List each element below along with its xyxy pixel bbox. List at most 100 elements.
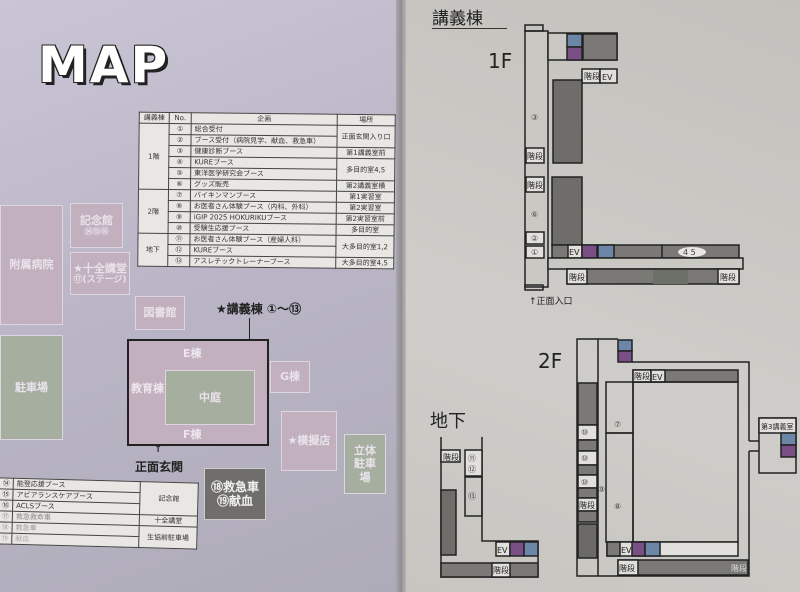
multi-level-parking: 立体駐車場	[344, 434, 386, 494]
stairs	[525, 176, 545, 193]
booth-number: ③	[531, 113, 538, 122]
booth-2	[525, 231, 545, 245]
stairs-label: 階段	[527, 180, 543, 190]
memorial-nums: ⑭⑮⑯	[84, 227, 109, 237]
booth-number: ①	[531, 248, 538, 257]
ev-label: EV	[497, 546, 508, 555]
memorial-label: 記念館	[80, 214, 113, 228]
room	[577, 382, 598, 426]
floor-basement: 地下 階段 ⑪ ⑫ ⑬ EV 階段	[430, 411, 539, 578]
building-g: G棟	[270, 361, 310, 393]
room-13	[464, 476, 483, 517]
auditorium-sub: ⑰(ステージ)	[73, 274, 127, 285]
room-8	[605, 432, 634, 543]
booth-number: ⑧	[614, 502, 621, 511]
stalls-area: ★模擬店	[281, 411, 337, 471]
room	[552, 79, 583, 164]
toilet-icon	[644, 541, 661, 557]
top-door	[524, 24, 544, 32]
toilet-icon	[566, 46, 583, 61]
entrance-door	[524, 284, 544, 291]
booth-number: 4 5	[683, 248, 696, 257]
floor-1f: 1F 階段 EV 階段 階段 ③ ⑥ ② ① EV 4 5 階段 階段 ↑正面入…	[488, 24, 744, 307]
stairs-label: 階段	[731, 563, 747, 573]
ev-label: EV	[569, 248, 580, 257]
building-hospital: 附属病院	[0, 205, 63, 325]
room	[653, 270, 688, 284]
stairs-label: 階段	[634, 371, 650, 381]
booth-number: ⑬	[468, 492, 476, 501]
room	[440, 489, 457, 556]
stairs-label: 階段	[579, 500, 595, 510]
room	[577, 439, 598, 452]
floor-1f-label: 1F	[488, 49, 512, 73]
building-library: 図書館	[135, 296, 185, 330]
booth-number: ②	[531, 234, 538, 243]
leader-line	[249, 318, 250, 340]
entrance-label: 正面玄関	[135, 460, 184, 474]
room	[577, 487, 598, 499]
room	[606, 541, 621, 557]
room	[577, 523, 598, 559]
f-wing-label: F棟	[183, 428, 202, 441]
booth-number: ⑩	[581, 428, 588, 437]
stairs	[491, 562, 511, 578]
e-wing-label: E棟	[183, 347, 202, 360]
lecture-room-3	[758, 417, 797, 434]
lecture-building-title: 講義棟	[432, 9, 483, 29]
ev-label: EV	[602, 73, 613, 82]
map-title: MAP	[38, 36, 170, 94]
room	[577, 510, 598, 523]
front-entrance-label: ↑正面入口	[529, 296, 573, 307]
page-fold	[396, 0, 406, 592]
ev-label: EV	[652, 373, 663, 382]
stairs-label: 階段	[527, 151, 543, 161]
right-page	[402, 0, 800, 592]
stairs-label: 階段	[720, 272, 736, 282]
stairs	[525, 147, 545, 164]
booth-number: ⑫	[468, 465, 476, 474]
booth-number: ⑪	[468, 454, 476, 463]
room	[551, 176, 583, 246]
parking-lot: 駐車場	[0, 335, 63, 440]
room	[577, 464, 598, 476]
floor-2f: 2F ⑩ ⑩ ⑩ 階段 ⑨ ⑦ ⑧ 階段 EV EV 階段 階段 第3講義室	[538, 338, 797, 577]
basement-label: 地下	[430, 411, 466, 432]
booth-number: ⑨	[598, 485, 605, 494]
blood-label: ⑲献血	[216, 494, 253, 508]
stairs-label: 階段	[584, 71, 600, 81]
toilet-icon	[566, 33, 583, 48]
toilet-icon	[631, 541, 646, 557]
toilet-icon	[597, 244, 615, 259]
large-room	[632, 381, 739, 543]
toilet-icon	[509, 541, 525, 557]
stairs	[566, 268, 588, 285]
corridor	[547, 257, 744, 270]
stairs-label: 階段	[443, 452, 459, 462]
booth-4-5	[678, 247, 706, 257]
entrance-arrow: ↑	[154, 444, 163, 455]
bottom-row	[440, 562, 539, 578]
stairs-label: 階段	[569, 272, 585, 282]
floor-2f-label: 2F	[538, 349, 562, 373]
toilet-icon	[617, 350, 633, 363]
courtyard: 中庭	[165, 370, 255, 425]
room-11-12	[464, 449, 483, 477]
edu-wing-label: 教育棟	[131, 382, 164, 395]
title-underline	[432, 28, 507, 29]
booth-number: ⑥	[531, 210, 538, 219]
elevator	[599, 68, 618, 84]
stairs	[717, 268, 740, 285]
booth-number: ⑩	[581, 454, 588, 463]
outer-wall	[576, 338, 750, 577]
booth-1	[525, 245, 545, 259]
booth-number: ⑩	[581, 478, 588, 487]
toilet-icon	[523, 541, 539, 557]
room3-label: 第3講義室	[761, 422, 793, 431]
ambulance-label: ⑱救急車	[210, 479, 259, 494]
stairs	[440, 449, 461, 463]
